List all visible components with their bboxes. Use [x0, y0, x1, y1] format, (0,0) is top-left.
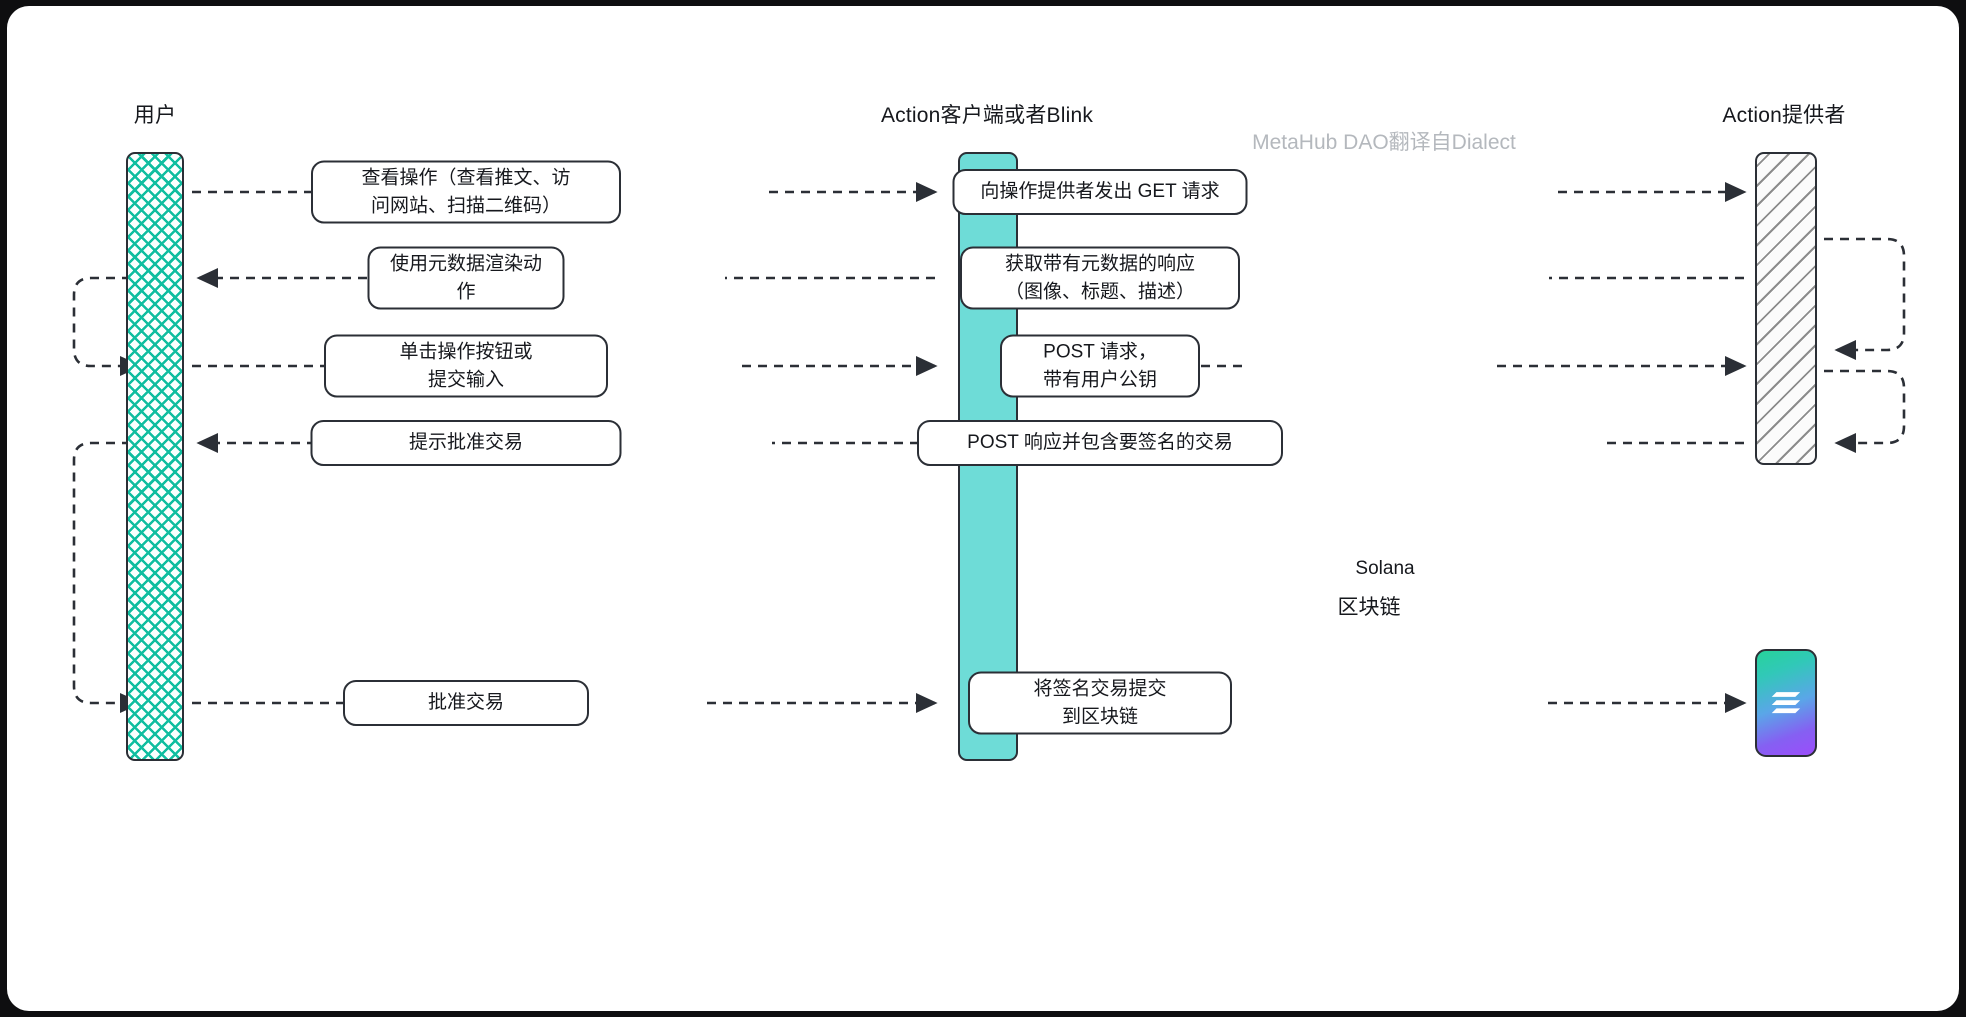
- message-box-m5[interactable]: 单击操作按钮或提交输入: [324, 334, 608, 398]
- message-line: 将签名交易提交: [1033, 678, 1167, 700]
- blockchain-sub: 区块链: [1337, 596, 1401, 619]
- lifeline-provider: [1755, 152, 1817, 465]
- blockchain-node-solana[interactable]: [1755, 649, 1817, 757]
- message-line: （图像、标题、描述）: [1004, 281, 1195, 302]
- message-line: 查看操作（查看推文、访: [361, 167, 571, 189]
- message-box-m8[interactable]: POST 响应并包含要签名的交易: [917, 420, 1283, 466]
- message-line: 获取带有元数据的响应: [1004, 253, 1195, 275]
- lifeline-user: [126, 152, 184, 761]
- diagram-canvas: 用户 Action客户端或者Blink Action提供者 MetaHub DA…: [7, 6, 1959, 1011]
- message-line: 带有用户公钥: [1042, 369, 1157, 390]
- message-box-m2[interactable]: 向操作提供者发出 GET 请求: [952, 169, 1248, 215]
- watermark-credit: MetaHub DAO翻译自Dialect: [1252, 131, 1516, 154]
- actor-title-provider: Action提供者: [1722, 104, 1846, 127]
- message-line: 提交输入: [427, 369, 504, 390]
- message-line: 提示批准交易: [408, 432, 523, 454]
- message-line: 作: [456, 281, 476, 302]
- message-box-m4[interactable]: 获取带有元数据的响应 （图像、标题、描述）: [960, 246, 1240, 310]
- message-line: 问网站、扫描二维码）: [370, 195, 561, 216]
- arrow-user-loop-2: [72, 441, 147, 714]
- arrow-provider-loop-1: [1824, 237, 1906, 361]
- message-line: 使用元数据渲染动: [389, 253, 542, 275]
- solana-logo-icon: [1771, 692, 1801, 714]
- message-line: 向操作提供者发出 GET 请求: [980, 181, 1220, 203]
- message-box-m1[interactable]: 查看操作（查看推文、访问网站、扫描二维码）: [311, 160, 621, 224]
- message-line: POST 请求，: [1043, 341, 1157, 363]
- message-box-m3[interactable]: 使用元数据渲染动作: [367, 246, 565, 310]
- actor-title-client: Action客户端或者Blink: [880, 104, 1094, 127]
- message-line: 单击操作按钮或: [399, 341, 533, 363]
- diagram-stage: 用户 Action客户端或者Blink Action提供者 MetaHub DA…: [7, 6, 1959, 1011]
- message-box-m10[interactable]: 将签名交易提交到区块链: [968, 671, 1232, 735]
- message-box-m6[interactable]: POST 请求， 带有用户公钥: [1000, 334, 1200, 398]
- message-box-m7[interactable]: 提示批准交易: [310, 420, 622, 466]
- message-box-m9[interactable]: 批准交易: [343, 680, 589, 726]
- message-line: POST 响应并包含要签名的交易: [967, 432, 1233, 454]
- actor-title-user: 用户: [133, 104, 177, 127]
- message-line: 批准交易: [427, 692, 504, 714]
- blockchain-name: Solana: [1355, 558, 1415, 579]
- arrow-provider-loop-2: [1824, 369, 1906, 454]
- message-line: 到区块链: [1061, 706, 1138, 727]
